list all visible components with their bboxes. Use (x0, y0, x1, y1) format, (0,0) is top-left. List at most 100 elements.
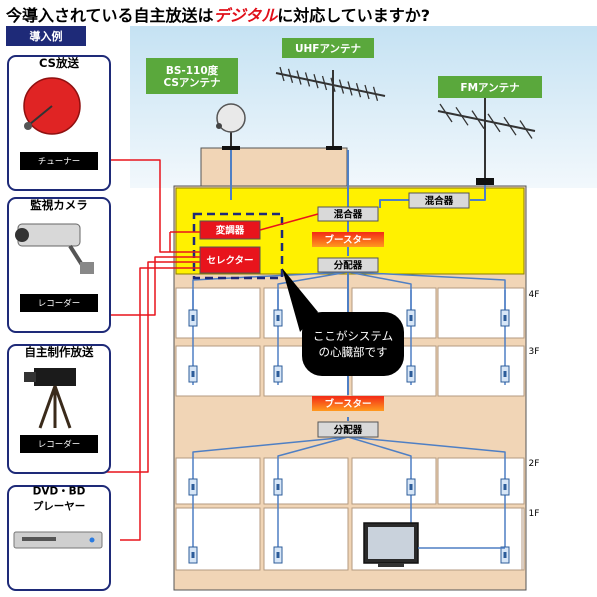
television-screen (368, 527, 414, 559)
roof-structure (200, 147, 348, 191)
room (437, 287, 525, 339)
antenna-label-box (438, 76, 542, 98)
signal-dvd (120, 267, 200, 541)
source-device-box (20, 435, 98, 453)
antenna-label-box (282, 38, 374, 58)
source-device-label: レコーダー (38, 298, 81, 309)
signal-modulator-mixer (259, 213, 319, 231)
floor-label: 2F (529, 459, 540, 469)
bs-feed-icon (216, 123, 222, 129)
bs-dish-icon (216, 103, 246, 133)
video-camera-lens (24, 372, 36, 382)
tv-outlet-socket (191, 371, 195, 377)
fm-element (487, 113, 501, 133)
dvd-player-icon (13, 531, 103, 549)
dvd-player-led (89, 537, 95, 543)
uhf-element (321, 75, 328, 91)
room (351, 457, 437, 505)
uhf-element (355, 83, 362, 98)
floor-label: 3F (529, 347, 540, 357)
headend-highlight (192, 212, 284, 280)
source-device-label: レコーダー (38, 439, 81, 450)
uhf-element (313, 74, 319, 89)
fm-boom (437, 110, 536, 132)
uhf-element (287, 68, 294, 83)
antenna-label-fm: FMアンテナ (460, 82, 519, 94)
splitter-lower-label: 分配器 (334, 424, 363, 436)
headline-highlight: デジタル (213, 6, 278, 25)
coax-fan-lower (347, 436, 506, 560)
tv-outlet-socket (503, 552, 507, 558)
room (175, 287, 261, 339)
callout-pointer (282, 268, 318, 332)
uhf-element (347, 81, 353, 96)
fm-element (503, 116, 517, 136)
coax-fm-drop (470, 185, 486, 201)
headline-before: 今導入されている自主放送は (6, 6, 214, 25)
selector-label: セレクター (206, 255, 253, 267)
bs-base (222, 146, 240, 150)
booster-upper-box (312, 232, 384, 247)
satellite-dish-arm (29, 105, 53, 125)
tv-outlet-socket (503, 484, 507, 490)
tv-outlet-socket (276, 552, 280, 558)
tripod-leg (38, 385, 57, 429)
booster-upper-label: ブースター (324, 234, 371, 246)
splitter-upper-label: 分配器 (334, 260, 363, 272)
source-device-box (20, 152, 98, 170)
callout-bubble (302, 312, 404, 376)
floor-label: 4F (529, 290, 540, 300)
antenna-label-box (146, 58, 238, 94)
mixer-fm-box (408, 192, 470, 209)
security-camera-lens (15, 228, 29, 242)
modulator-label: 変調器 (216, 225, 245, 237)
dvd-player-tray (22, 537, 56, 541)
tv-outlet-socket (409, 371, 413, 377)
tripod-leg (53, 385, 72, 429)
uhf-element (296, 70, 302, 85)
uhf-element (364, 84, 370, 100)
fm-element (471, 110, 485, 129)
callout-text: ここがシステムの心臓部です (313, 329, 393, 359)
tv-outlet-socket (191, 484, 195, 490)
source-device-box (20, 294, 98, 312)
security-camera-bracket (80, 262, 94, 274)
booster-lower-box (312, 396, 384, 411)
tv-outlet-socket (503, 371, 507, 377)
source-title: 自主制作放送 (25, 345, 94, 359)
source-device-label: チューナー (38, 157, 81, 167)
coax-fan-lower (192, 436, 349, 560)
tv-outlet-socket (503, 315, 507, 321)
television-stand (378, 563, 404, 567)
example-tag: 導入例 (30, 29, 63, 43)
source-title: 監視カメラ (30, 198, 88, 212)
room (437, 457, 525, 505)
mixer-fm-label: 混合器 (425, 195, 454, 207)
coax-fan-lower (277, 436, 349, 560)
headline-after: に対応していますか? (277, 6, 431, 25)
tv-outlet-socket (409, 484, 413, 490)
selector-box (199, 246, 261, 274)
tv-outlet-socket (276, 371, 280, 377)
splitter-upper-box (317, 257, 379, 273)
page-headline: 今導入されている自主放送はデジタルに対応していますか? (6, 4, 596, 28)
splitter-lower-box (317, 421, 379, 438)
antenna-label-uhf: UHFアンテナ (295, 43, 361, 55)
fm-element (439, 103, 453, 123)
tv-outlet-socket (276, 315, 280, 321)
uhf-element (372, 86, 379, 101)
signal-cs (99, 159, 200, 253)
room (437, 345, 525, 397)
fm-element (455, 106, 469, 126)
uhf-element (330, 77, 336, 92)
booster-lower-label: ブースター (324, 398, 371, 410)
uhf-element (338, 79, 345, 94)
source-title: CS放送 (39, 56, 79, 70)
video-camera-tripod-icon (34, 368, 76, 386)
uhf-element (304, 72, 311, 87)
tv-outlet-socket (409, 315, 413, 321)
floor-label: 1F (529, 509, 540, 519)
